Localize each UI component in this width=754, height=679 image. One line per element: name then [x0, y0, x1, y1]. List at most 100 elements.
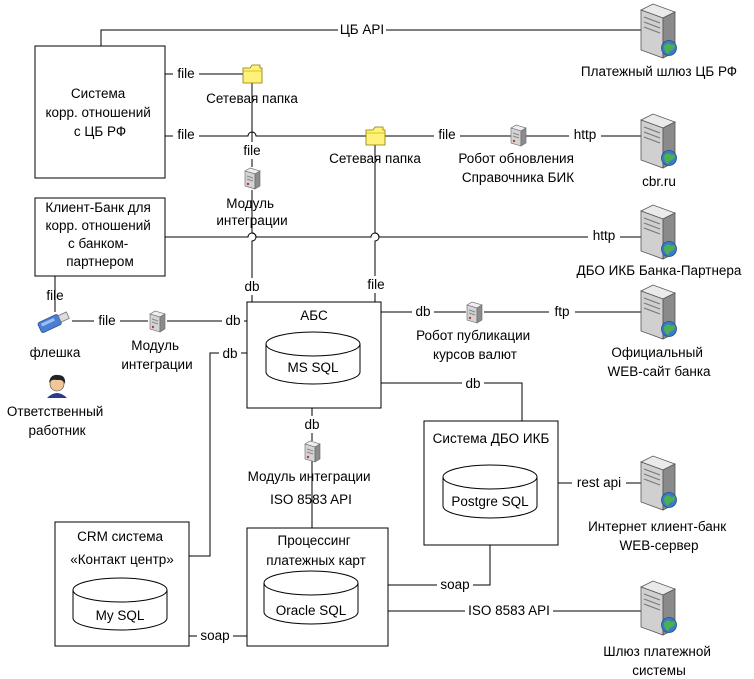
svg-text:Робот публикации курсов: Робот публикации курсов валют — [416, 328, 534, 362]
person-icon — [47, 374, 67, 398]
postgre-sql-label: Postgre SQL — [451, 494, 529, 509]
client-bank-box: Клиент-Банк для корр. отношений с банком… — [34, 197, 166, 277]
ms-sql-database: MS SQL — [265, 331, 361, 385]
svg-text:Шлюз платежной системы: Шлюз платежной системы — [603, 644, 714, 678]
cb-api-label: ЦБ API — [340, 22, 384, 37]
client-bank-title: корр. отношений — [45, 218, 150, 233]
rest-api-label: rest api — [577, 475, 621, 490]
integration-module-label: Модуль — [226, 196, 274, 211]
processing-title: Процессинг — [278, 533, 351, 548]
soap-label: soap — [200, 628, 229, 643]
iso-module-label: Модуль интеграции — [248, 469, 371, 484]
corr-system-title: корр. отношений — [45, 105, 150, 120]
file-label: file — [177, 127, 194, 142]
server-icon — [640, 3, 678, 59]
oracle-sql-database: Oracle SQL — [263, 570, 359, 625]
person-label: работник — [28, 423, 85, 438]
svg-text:Система корр. отношени: Система корр. отношений с ЦБ РФ — [45, 86, 154, 139]
integration-module-icon — [149, 310, 166, 333]
cbr-label: cbr.ru — [642, 174, 676, 189]
flash-label: флешка — [30, 345, 81, 360]
postgre-sql-database: Postgre SQL — [442, 464, 538, 519]
dbo-title: Система ДБО ИКБ — [433, 431, 550, 446]
server-icon — [640, 284, 678, 340]
http-label: http — [574, 127, 597, 142]
db-label: db — [465, 376, 480, 391]
flash-drive: флешка — [30, 311, 81, 360]
server-icon — [640, 113, 678, 169]
integration-module-icon — [304, 440, 321, 463]
iso-api-label: ISO 8583 API — [468, 603, 550, 618]
ftp-label: ftp — [554, 304, 569, 319]
cbrf-gateway-label: Платежный шлюз ЦБ РФ — [581, 64, 737, 79]
folder-icon — [365, 126, 386, 146]
payment-gateway-label: Шлюз платежной — [603, 644, 711, 659]
svg-text:Модуль интеграции: Модуль интеграции — [121, 338, 192, 372]
integration-module-label: Модуль — [131, 338, 179, 353]
dbo-box: Система ДБО ИКБ Postgre SQL — [423, 420, 559, 546]
website-label: WEB-сайт банка — [607, 364, 711, 379]
db-label: db — [304, 417, 319, 432]
svg-text:Модуль интеграции ISO 85: Модуль интеграции ISO 8583 API — [248, 469, 375, 507]
svg-text:Процессинг платежных к: Процессинг платежных карт — [266, 533, 366, 568]
folders: Сетевая папка Сетевая папка — [206, 64, 421, 166]
ms-sql-label: MS SQL — [287, 360, 339, 375]
file-label: file — [177, 66, 194, 81]
svg-text:Модуль интеграции: Модуль интеграции — [216, 196, 287, 228]
oracle-sql-label: Oracle SQL — [276, 603, 347, 618]
connector-labels: ЦБ API file file file file http http db … — [46, 21, 626, 644]
db-label: db — [244, 279, 259, 294]
processing-box: Процессинг платежных карт Oracle SQL — [246, 527, 389, 647]
svg-text:Клиент-Банк для корр.: Клиент-Банк для корр. отношений с банком… — [45, 200, 154, 269]
rates-robot-label: курсов валют — [433, 347, 517, 362]
my-sql-database: My SQL — [72, 577, 168, 631]
external-servers: Платежный шлюз ЦБ РФ cbr.ru ДБО ИКБ Банк… — [577, 3, 742, 678]
corr-system-title: Система — [71, 86, 126, 101]
crm-title: «Контакт центр» — [70, 552, 174, 567]
file-label: file — [367, 277, 384, 292]
usb-flash-icon — [37, 311, 70, 333]
http-label: http — [593, 228, 616, 243]
server-icon — [640, 580, 678, 636]
file-label: file — [438, 127, 455, 142]
server-icon — [640, 455, 678, 511]
integration-module-label: интеграции — [216, 213, 287, 228]
partner-dbo-label: ДБО ИКБ Банка-Партнера — [577, 263, 742, 278]
soap-label: soap — [440, 577, 469, 592]
robot-icon — [466, 301, 483, 324]
website-label: Официальный — [611, 345, 703, 360]
iso-module-label: ISO 8583 API — [270, 492, 352, 507]
rates-robot-label: Робот публикации — [416, 328, 530, 343]
corr-system-box: Система корр. отношений с ЦБ РФ — [34, 45, 166, 179]
svg-text:Официальный WEB-сайт бан: Официальный WEB-сайт банка — [607, 345, 711, 379]
corr-system-title: с ЦБ РФ — [74, 124, 126, 139]
crm-title: CRM система — [77, 529, 163, 544]
db-label: db — [415, 304, 430, 319]
bik-robot-label: Робот обновления — [458, 151, 574, 166]
client-bank-title: с банком- — [68, 236, 128, 251]
svg-text:Интернет клиент-банк WEB: Интернет клиент-банк WEB-сервер — [588, 519, 730, 553]
abs-title: АБС — [300, 308, 328, 323]
processing-title: платежных карт — [266, 553, 366, 568]
server-icon — [640, 204, 678, 260]
person-label: Ответственный — [7, 404, 103, 419]
svg-text:CRM система «Контакт ц: CRM система «Контакт центр» — [70, 529, 174, 567]
svg-text:Ответственный работник: Ответственный работник — [7, 404, 107, 438]
db-label: db — [222, 346, 237, 361]
client-bank-title: партнером — [66, 254, 133, 269]
payment-gateway-label: системы — [632, 663, 686, 678]
db-label: db — [225, 313, 240, 328]
folder-icon — [242, 64, 263, 84]
abs-box: АБС MS SQL — [246, 301, 382, 409]
system-boxes: Система корр. отношений с ЦБ РФ Клиент-Б… — [34, 45, 559, 647]
integration-module-label: интеграции — [121, 357, 192, 372]
internet-bank-label: Интернет клиент-банк — [588, 519, 726, 534]
robot-icon — [510, 124, 527, 147]
client-bank-title: Клиент-Банк для — [45, 200, 150, 215]
internet-bank-label: WEB-сервер — [619, 538, 698, 553]
network-folder-label: Сетевая папка — [329, 151, 421, 166]
file-label: file — [243, 143, 260, 158]
responsible-person: Ответственный работник — [7, 374, 107, 438]
svg-text:Робот обновления Справоч: Робот обновления Справочника БИК — [458, 151, 577, 185]
